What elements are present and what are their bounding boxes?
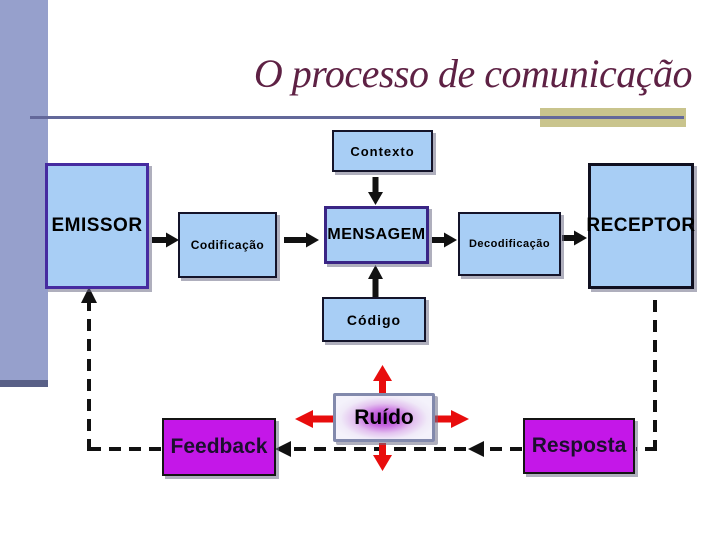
arrow-emissor-to-codificacao	[152, 232, 179, 248]
dashed-connector-feedback-to-emissor	[81, 287, 161, 451]
sidebar-bar	[0, 0, 48, 380]
box-emissor-label: EMISSOR	[51, 215, 143, 236]
box-codificacao: Codificação	[178, 212, 277, 278]
box-codigo-label: Código	[346, 311, 402, 328]
arrow-contexto-to-mensagem	[368, 177, 383, 205]
arrow-codigo-to-mensagem	[368, 265, 383, 297]
arrow-decodificacao-to-receptor	[562, 230, 587, 246]
box-mensagem: MENSAGEM	[324, 206, 429, 264]
page-title: O processo de comunicação	[253, 51, 693, 96]
box-ruido-label: Ruído	[354, 405, 414, 429]
ruido-arrow-up	[373, 365, 392, 393]
box-codigo: Código	[322, 297, 426, 342]
box-receptor: RECEPTOR	[586, 163, 696, 289]
sidebar-bottom-edge	[0, 380, 48, 387]
dashed-connector-resposta-to-feedback	[275, 441, 522, 457]
ruido-arrow-right	[434, 410, 469, 428]
box-feedback: Feedback	[162, 418, 276, 476]
box-feedback-label: Feedback	[170, 435, 268, 458]
box-decodificacao-label: Decodificação	[468, 238, 551, 250]
ruido-arrow-left	[295, 410, 333, 428]
box-decodificacao: Decodificação	[458, 212, 561, 276]
box-codificacao-label: Codificação	[190, 238, 265, 252]
box-contexto: Contexto	[332, 130, 433, 172]
box-ruido: Ruído	[333, 393, 435, 442]
box-resposta: Resposta	[523, 418, 635, 474]
ruido-arrow-down	[373, 443, 392, 471]
title-underline	[30, 116, 684, 119]
box-resposta-label: Resposta	[531, 434, 627, 457]
box-mensagem-label: MENSAGEM	[327, 226, 426, 243]
dashed-connector-receptor-to-resposta	[636, 300, 657, 451]
box-contexto-label: Contexto	[350, 143, 415, 159]
arrow-mensagem-to-decodificacao	[432, 232, 457, 248]
box-receptor-label: RECEPTOR	[586, 215, 696, 236]
arrow-codificacao-to-mensagem	[284, 232, 319, 248]
box-emissor: EMISSOR	[45, 163, 149, 289]
